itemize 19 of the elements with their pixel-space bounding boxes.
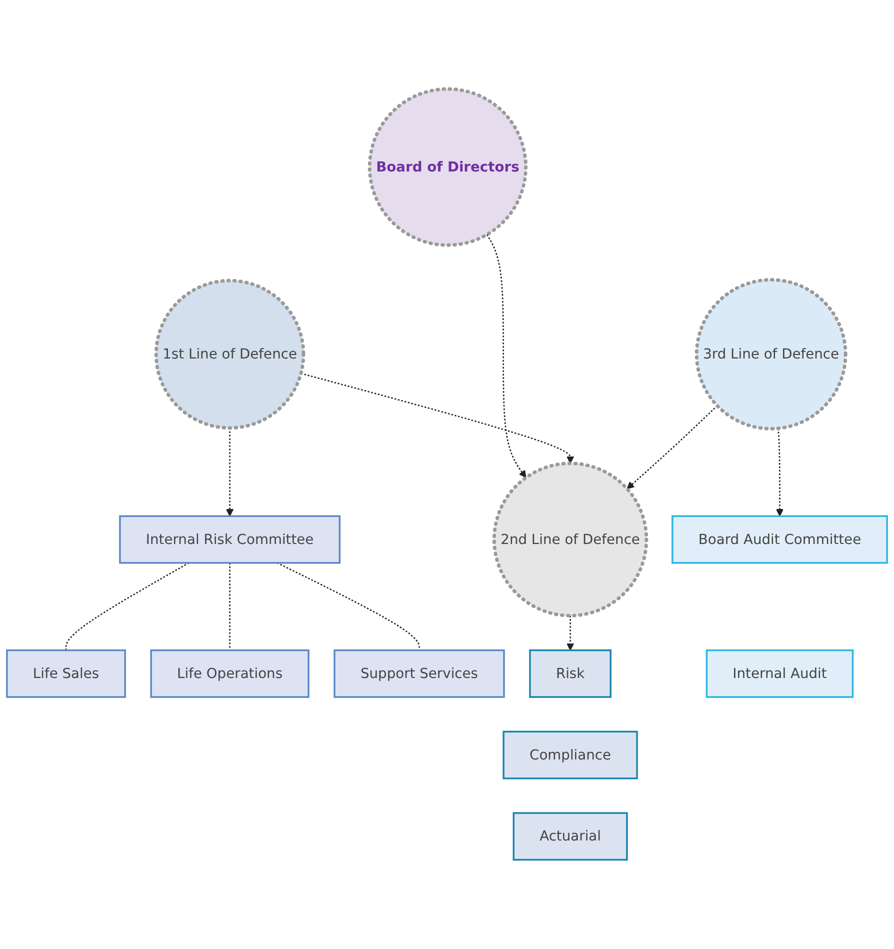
- connector: [65, 562, 190, 650]
- node-box: Board Audit Committee: [672, 515, 888, 564]
- arrow: [566, 616, 574, 651]
- node-circle: 3rd Line of Defence: [694, 278, 848, 431]
- arrow: [776, 428, 784, 517]
- connector: [229, 563, 230, 650]
- node-box: Actuarial: [512, 812, 628, 861]
- node-circle: 1st Line of Defence: [154, 279, 306, 430]
- node-box: Internal Risk Committee: [119, 515, 341, 564]
- node-box: Life Operations: [150, 650, 310, 698]
- node-circle: 2nd Line of Defence: [492, 462, 648, 618]
- node-circle: Board of Directors: [368, 87, 528, 248]
- arrow: [626, 405, 718, 490]
- node-box: Support Services: [334, 650, 505, 698]
- node-box: Life Sales: [6, 650, 126, 698]
- node-box: Risk: [529, 650, 612, 698]
- node-box: Internal Audit: [706, 650, 854, 698]
- arrow: [486, 234, 526, 478]
- node-box: Compliance: [502, 730, 638, 780]
